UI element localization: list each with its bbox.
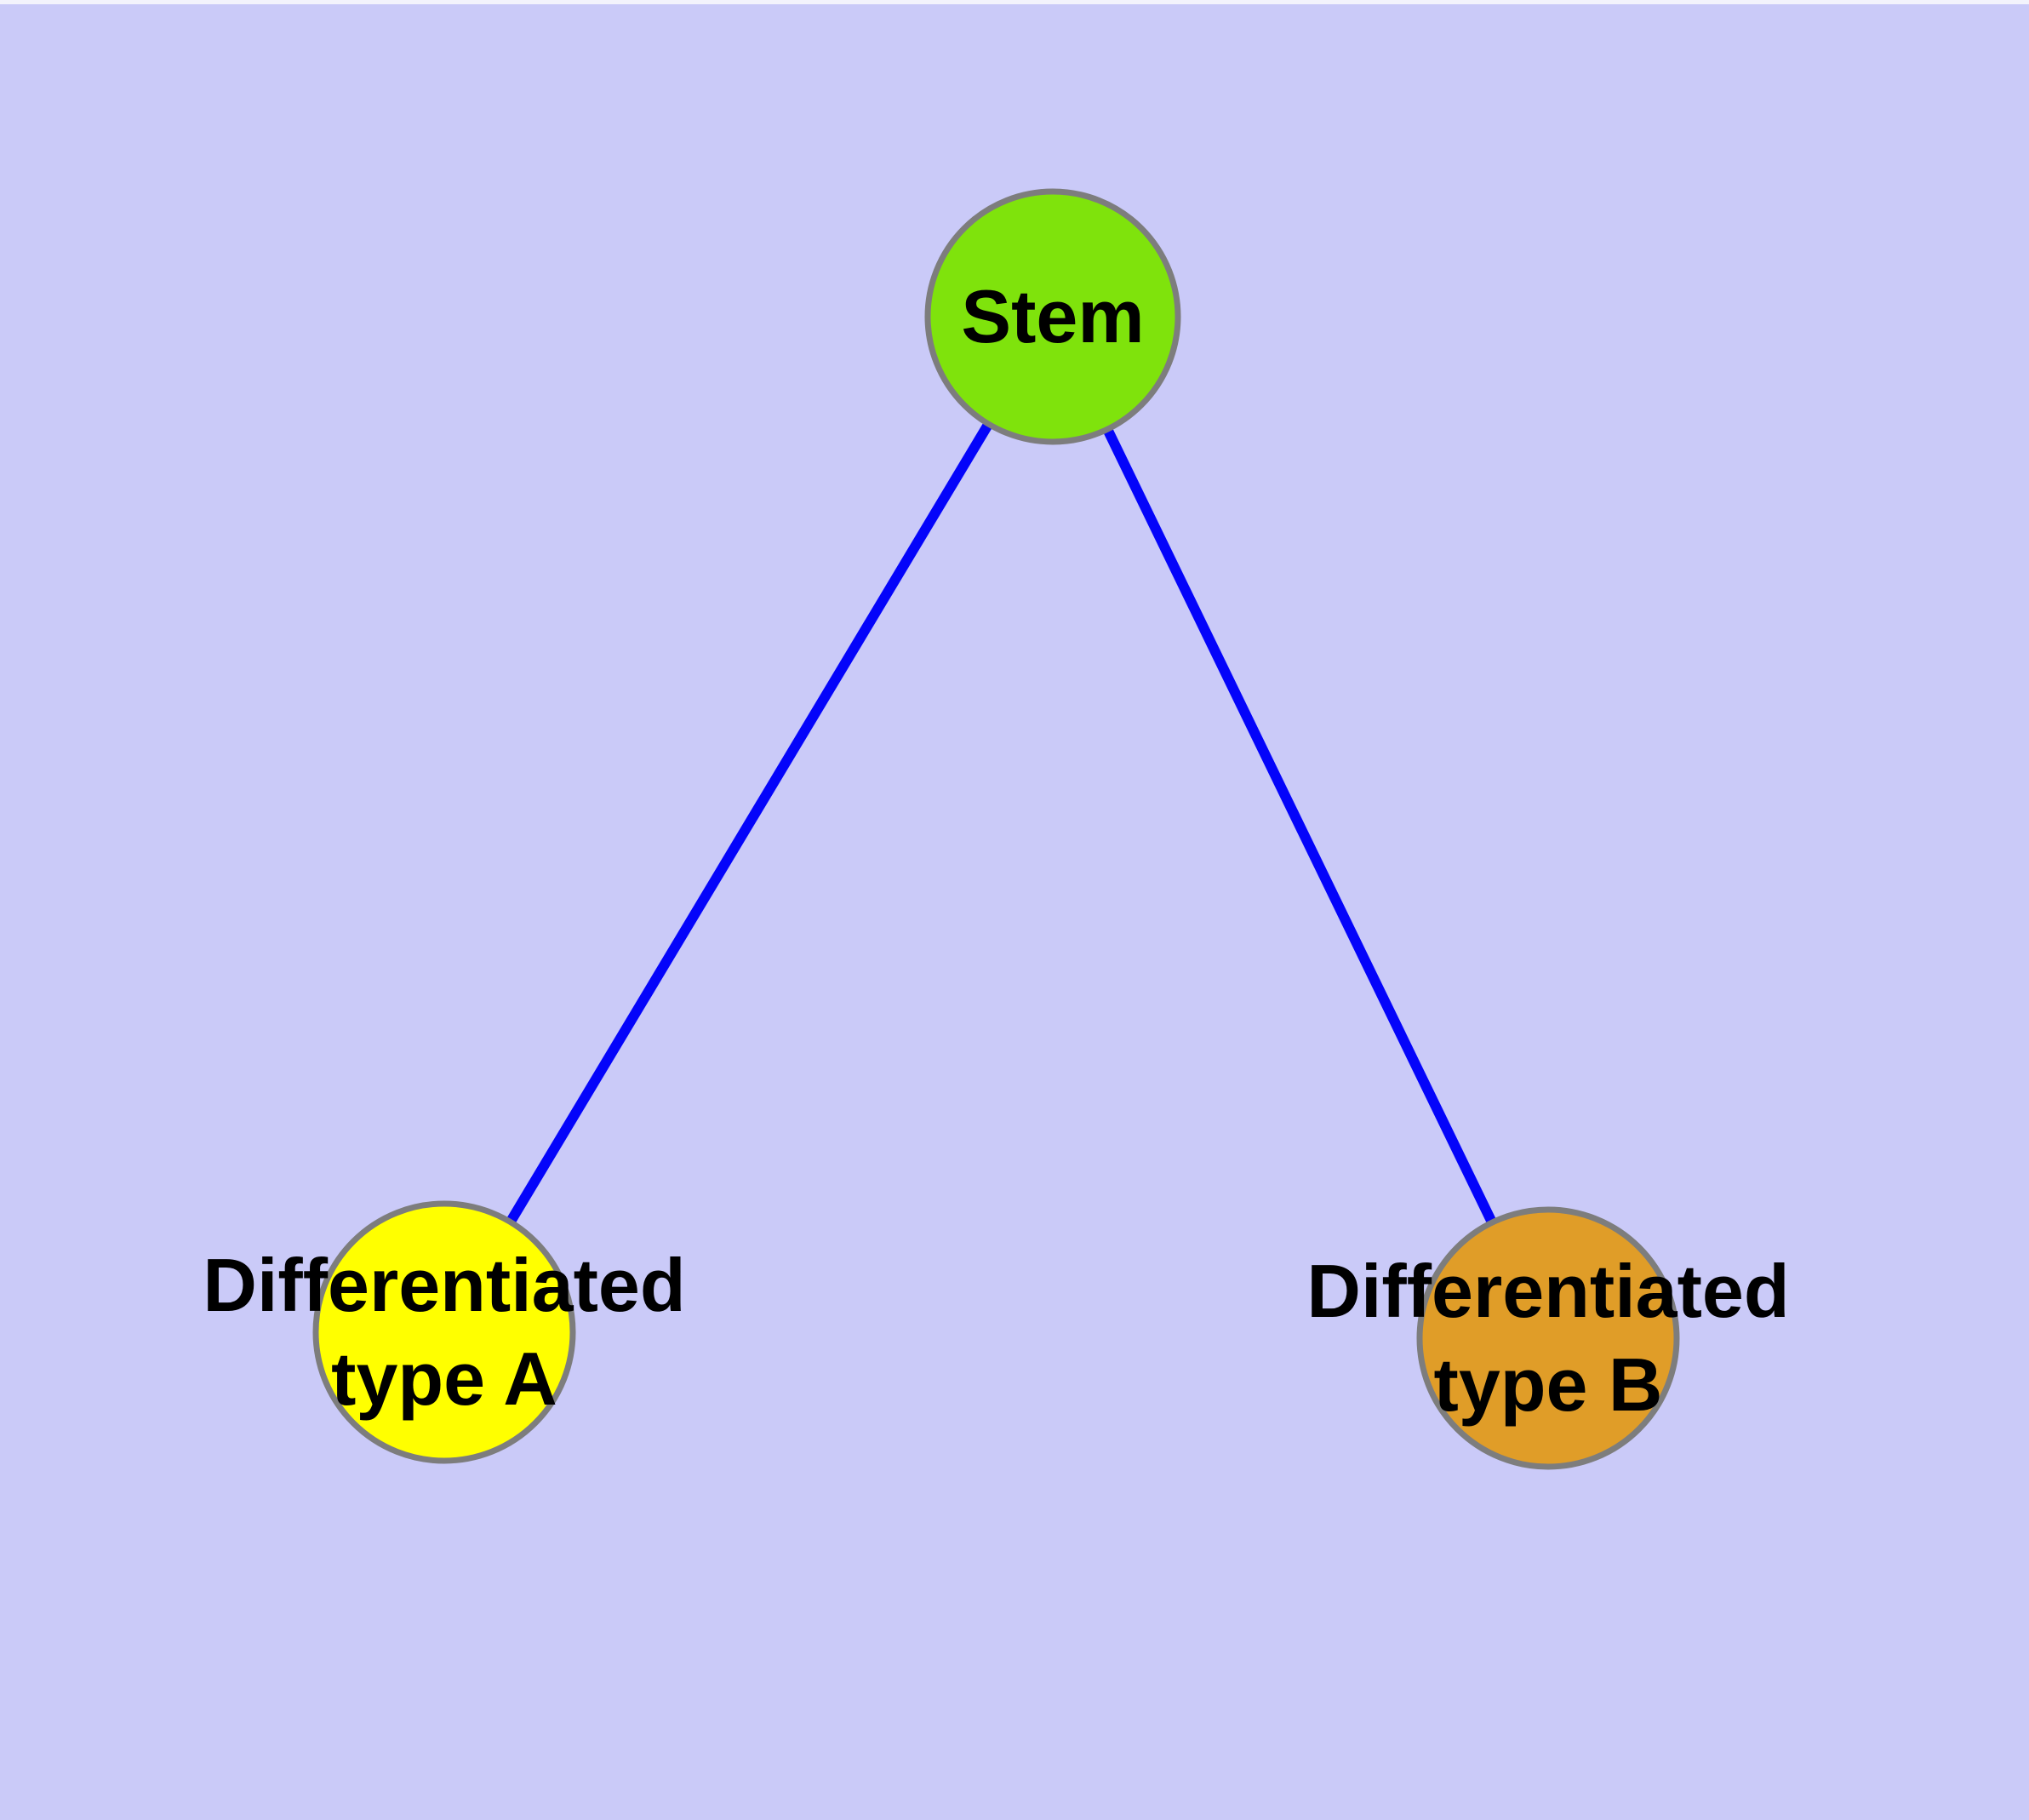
node-differentiated-type-a-label: Differentiated type A — [203, 1243, 686, 1421]
edge-stem-to-type-a — [439, 313, 1058, 1336]
top-edge-highlight — [0, 0, 2029, 4]
node-differentiated-type-b-label: Differentiated type B — [1306, 1249, 1790, 1427]
edge-stem-to-type-b — [1048, 314, 1553, 1341]
node-stem[interactable] — [924, 188, 1181, 445]
node-differentiated-type-b[interactable] — [1416, 1206, 1680, 1470]
node-differentiated-type-a[interactable] — [312, 1200, 576, 1464]
node-stem-label: Stem — [961, 274, 1145, 358]
